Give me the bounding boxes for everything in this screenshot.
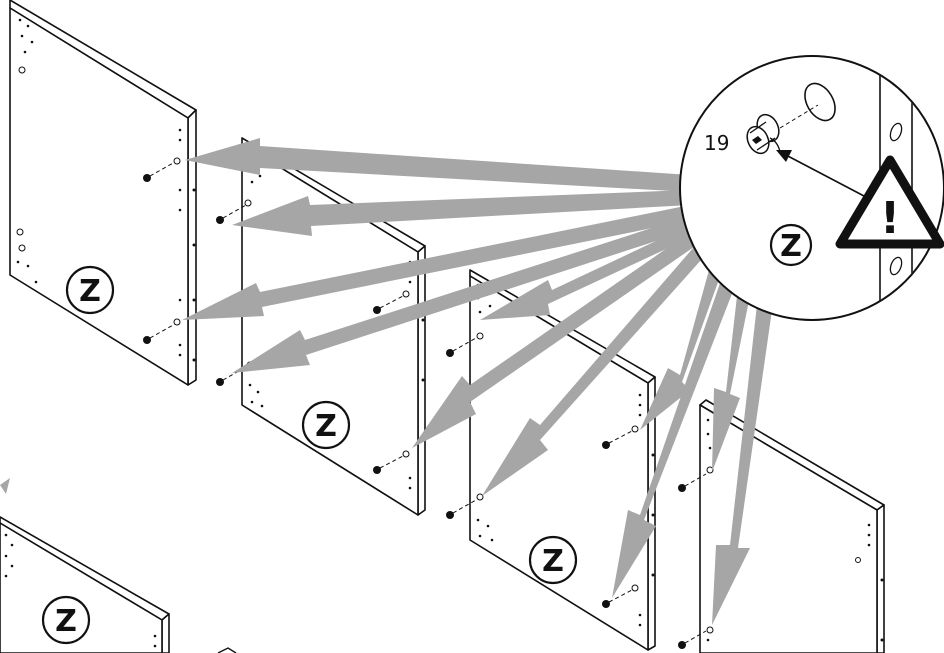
panel-marker-text: Z (55, 604, 77, 639)
panel-marker-z: Z (65, 265, 115, 315)
part-number-label: 19 (704, 131, 729, 155)
panel-marker-z: Z (41, 595, 91, 645)
detail-marker-text: Z (780, 229, 802, 264)
panel-marker-z: Z (301, 400, 351, 450)
panel-5: Z (0, 478, 237, 653)
panel-3-fittings (446, 332, 639, 608)
panel-2: Z (216, 137, 426, 516)
warning-icon: ! (835, 155, 944, 249)
panel-1: Z (9, 0, 197, 386)
warning-mark: ! (880, 193, 900, 244)
panel-3: Z (446, 269, 656, 651)
panel-1-holes (16, 18, 182, 357)
panel-4 (678, 399, 885, 653)
panel-marker-text: Z (79, 274, 101, 309)
panel-4-fittings (678, 466, 714, 649)
panel-marker-z: Z (528, 535, 578, 585)
cam-lock-fitting (746, 113, 781, 155)
detail-marker-z: Z (769, 223, 813, 267)
panel-marker-text: Z (315, 409, 337, 444)
panel-1-fittings (143, 157, 181, 344)
panel-marker-text: Z (542, 544, 564, 579)
direction-arrows (182, 138, 776, 625)
